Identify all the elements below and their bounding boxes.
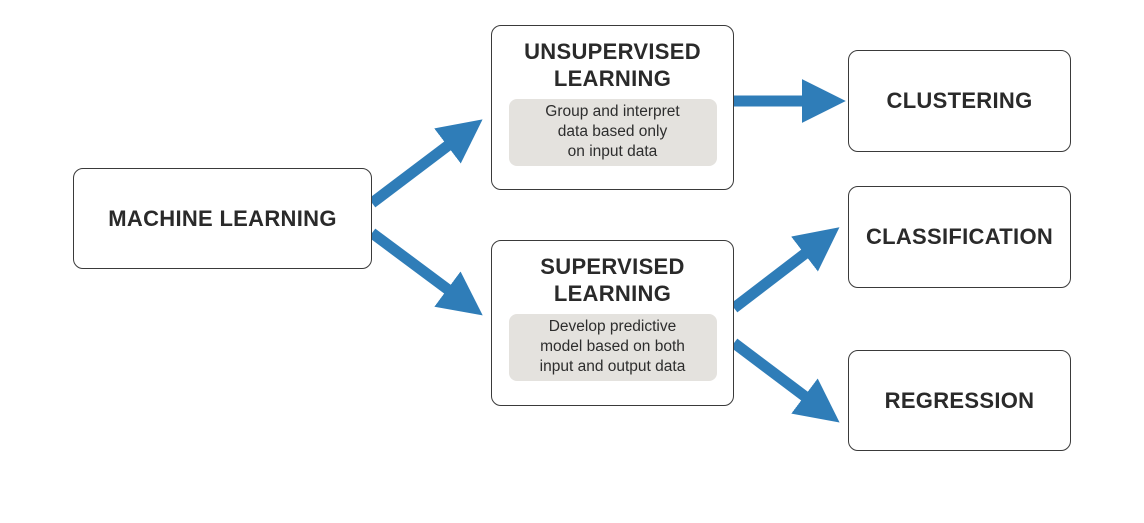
classification-box: CLASSIFICATION (848, 186, 1071, 288)
unsupervised-description: Group and interpret data based only on i… (508, 99, 717, 166)
clustering-label: CLUSTERING (886, 88, 1033, 113)
unsupervised-title-line2: LEARNING (553, 66, 672, 91)
supervised-title-line1: SUPERVISED (540, 254, 685, 279)
unsupervised-title-line1: UNSUPERVISED (524, 39, 701, 64)
supervised-learning-title: SUPERVISED LEARNING (492, 253, 733, 307)
classification-label: CLASSIFICATION (865, 224, 1054, 249)
clustering-box: CLUSTERING (848, 50, 1071, 152)
supervised-title-line2: LEARNING (553, 281, 672, 306)
arrow-ml-to-supervised (368, 228, 483, 316)
unsupervised-desc-line: Group and interpret (545, 103, 680, 120)
supervised-desc-line: model based on both (540, 338, 685, 355)
supervised-desc-line: input and output data (539, 358, 686, 375)
arrow-supervised-to-regression (730, 338, 840, 423)
machine-learning-label: MACHINE LEARNING (108, 205, 337, 231)
machine-learning-box: MACHINE LEARNING (73, 168, 372, 269)
unsupervised-desc-line: on input data (567, 143, 658, 160)
unsupervised-learning-title: UNSUPERVISED LEARNING (492, 38, 733, 92)
unsupervised-desc-line: data based only (557, 123, 668, 140)
regression-box: REGRESSION (848, 350, 1071, 451)
supervised-desc-line: Develop predictive (548, 318, 677, 335)
arrow-ml-to-unsupervised (368, 119, 483, 208)
arrow-supervised-to-classification (730, 227, 840, 313)
supervised-description: Develop predictive model based on both i… (508, 314, 717, 381)
supervised-learning-box: SUPERVISED LEARNING Develop predictive m… (491, 240, 734, 406)
unsupervised-learning-box: UNSUPERVISED LEARNING Group and interpre… (491, 25, 734, 190)
regression-label: REGRESSION (884, 387, 1035, 413)
